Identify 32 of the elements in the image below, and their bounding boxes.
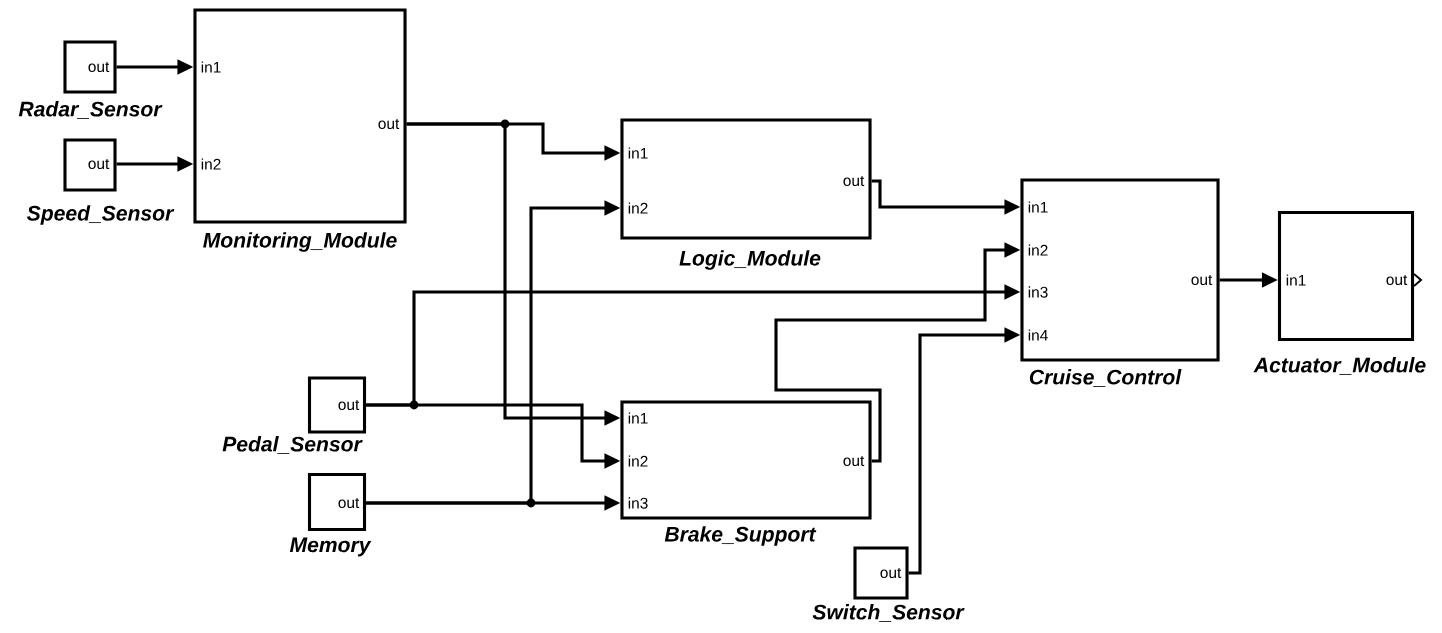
port-label: in1 [628, 412, 648, 424]
port-label: out [843, 175, 865, 187]
port-label: in2 [201, 158, 221, 170]
block-name: Memory [289, 537, 372, 557]
port-label: in2 [1028, 244, 1048, 256]
port-label: out [1386, 274, 1408, 286]
port-label: out [1191, 274, 1213, 286]
port-label: in4 [1028, 329, 1048, 341]
block-name: Monitoring_Module [203, 232, 397, 252]
port-label: out [843, 455, 865, 467]
port-label: in2 [628, 202, 648, 214]
block-name: Switch_Sensor [812, 604, 965, 622]
block-name: Speed_Sensor [27, 205, 175, 225]
port-label: out [88, 61, 110, 73]
port-label: in1 [1028, 201, 1048, 213]
block-name: Brake_Support [664, 526, 817, 546]
port-label: out [88, 158, 110, 170]
block-name: Logic_Module [679, 250, 821, 270]
port-label: out [378, 118, 400, 130]
port-label: in3 [1028, 286, 1048, 298]
port-label: out [880, 567, 902, 579]
port-label: out [338, 497, 360, 509]
port-label: in3 [628, 497, 648, 509]
port-label: out [338, 399, 360, 411]
port-label: in1 [201, 61, 221, 73]
port-label: in1 [628, 147, 648, 159]
block-name: Cruise_Control [1029, 369, 1182, 387]
block-name: Radar_Sensor [18, 101, 163, 119]
port-label: in1 [1286, 274, 1306, 286]
block-name: Pedal_Sensor [222, 436, 363, 454]
port-label: in2 [628, 455, 648, 467]
block-name: Actuator_Module [1253, 357, 1426, 375]
